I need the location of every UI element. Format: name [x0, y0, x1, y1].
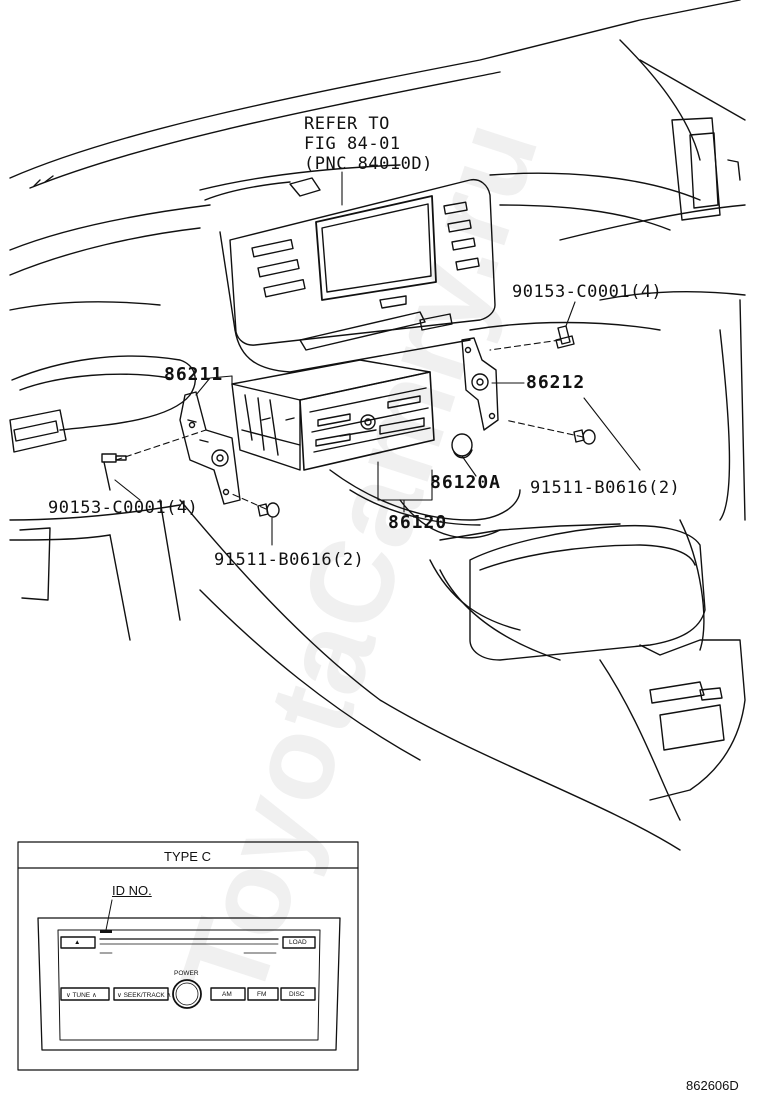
refer-line-1: REFER TO [304, 114, 390, 134]
figure-code: 862606D [686, 1078, 739, 1093]
inset-frame [17, 841, 359, 1071]
tune-button-label: ∨ TUNE ∧ [66, 992, 97, 999]
bolt-top-right [555, 325, 575, 349]
bracket-86211 [179, 391, 241, 505]
eject-button-label: ▲ [74, 939, 81, 946]
seek-button-label: ∨ SEEK/TRACK ∧ [117, 992, 172, 999]
knob-86120A [451, 433, 473, 459]
callout-bolt-top-right: 90153-C0001(4) [512, 282, 663, 302]
inset-title: TYPE C [164, 849, 211, 864]
center-console [329, 299, 746, 821]
refer-line-2: FIG 84-01 [304, 134, 401, 154]
callout-screw-left: 91511-B0616(2) [214, 550, 365, 570]
callout-bolt-left: 90153-C0001(4) [48, 498, 199, 518]
screw-left [257, 502, 280, 518]
audio-head-unit [231, 359, 435, 471]
power-label: POWER [174, 970, 199, 977]
screw-right [573, 429, 596, 445]
callout-knob-86120A: 86120A [430, 472, 502, 493]
callout-bracket-86211: 86211 [164, 364, 224, 385]
bolt-left [101, 453, 127, 491]
bracket-86212 [461, 337, 499, 431]
refer-line-3: (PNC 84010D) [304, 154, 433, 174]
inset-id-label: ID NO. [112, 883, 152, 898]
load-button-label: LOAD [289, 939, 307, 946]
fm-button-label: FM [257, 991, 267, 998]
am-button-label: AM [222, 991, 232, 998]
navigation-display [219, 178, 496, 373]
leader-lines [114, 171, 641, 546]
dashboard-outline [9, 0, 746, 331]
callout-bracket-86212: 86212 [526, 372, 586, 393]
callout-radio-86120: 86120 [388, 512, 448, 533]
callout-screw-right: 91511-B0616(2) [530, 478, 681, 498]
disc-button-label: DISC [289, 991, 305, 998]
steering-column-area [9, 355, 681, 851]
